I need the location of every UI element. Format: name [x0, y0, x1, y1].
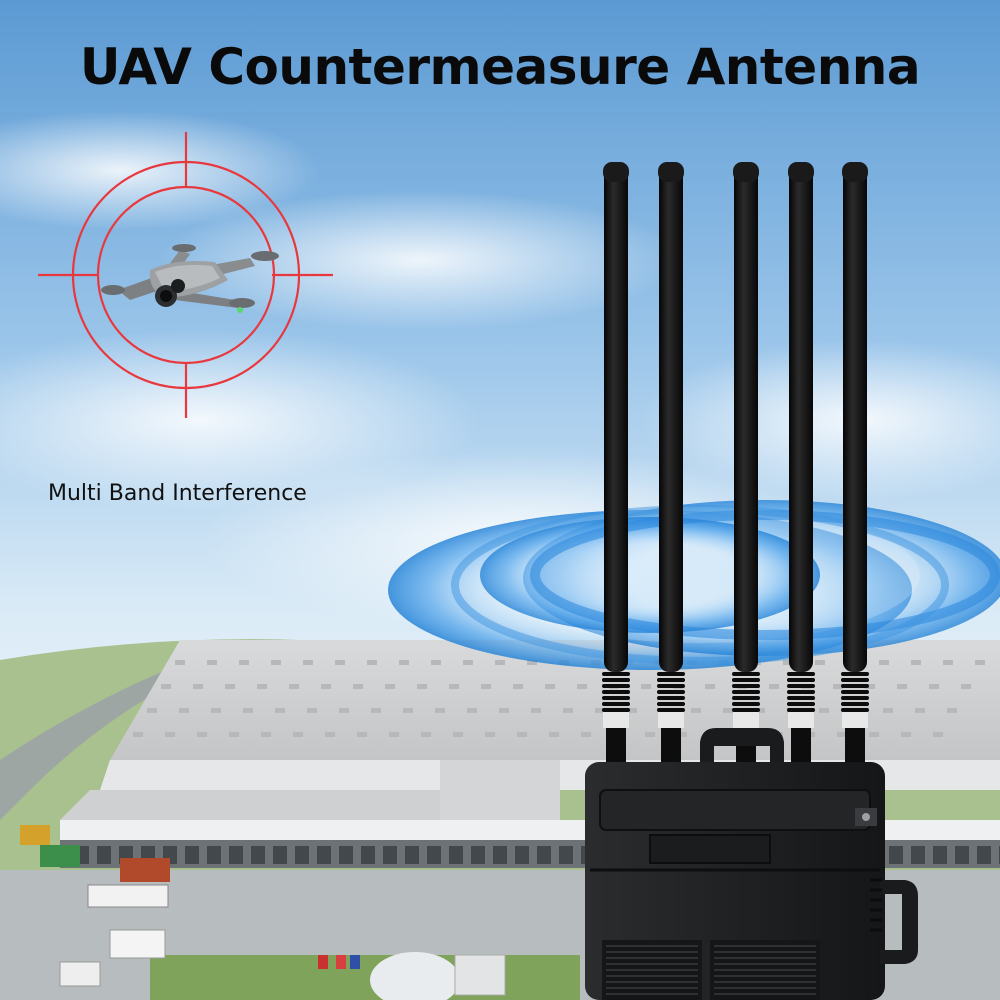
jammer-case	[585, 728, 918, 1000]
antenna-array	[602, 162, 869, 768]
road	[0, 660, 215, 820]
feature-caption: Multi Band Interference	[48, 481, 307, 506]
page-title: UAV Countermeasure Antenna	[79, 38, 921, 96]
trucks	[20, 825, 506, 1000]
antenna-rod	[732, 162, 760, 768]
antenna-rod	[841, 162, 869, 768]
signal-wave-icon	[388, 500, 1000, 670]
drone-icon	[101, 244, 279, 313]
antenna-rod	[787, 162, 815, 768]
grass-strip	[150, 955, 580, 1000]
crosshair-icon	[38, 132, 333, 418]
antenna-rod	[602, 162, 630, 768]
antenna-rod	[657, 162, 685, 768]
